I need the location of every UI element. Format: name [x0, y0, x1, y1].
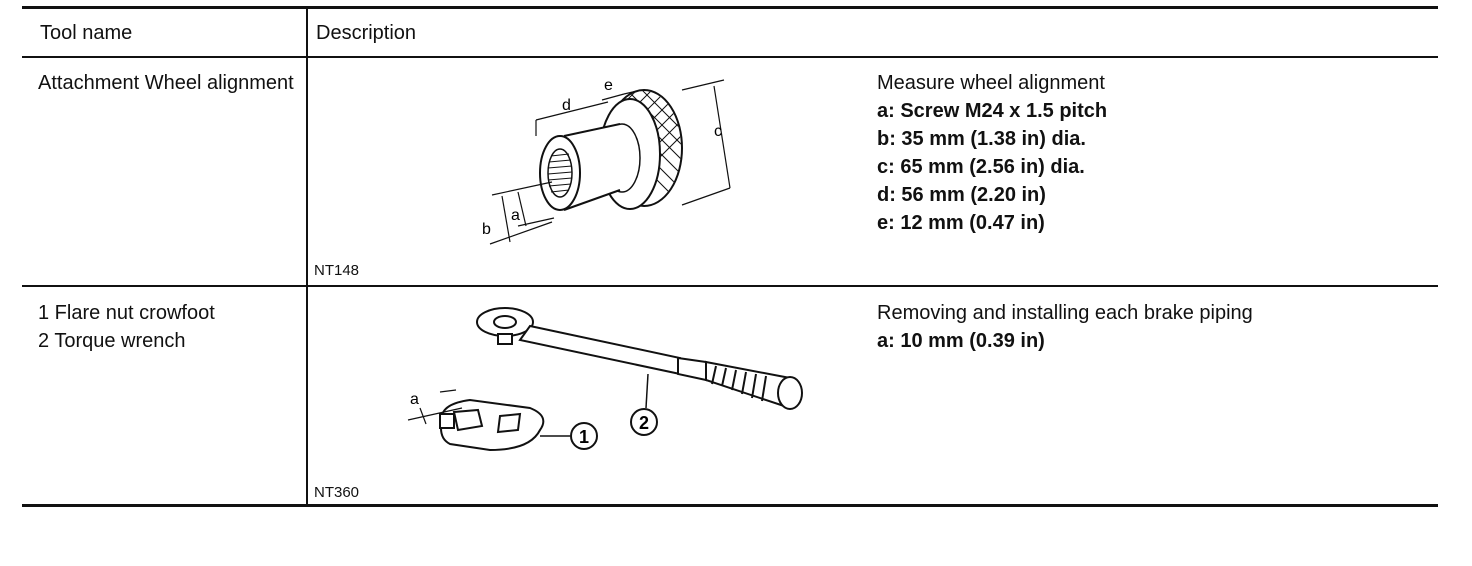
- row2-tool-name: 1 Flare nut crowfoot 2 Torque wrench: [38, 299, 300, 355]
- callout-a: a: [511, 207, 520, 224]
- row1-spec-c: c: 65 mm (2.56 in) dia.: [877, 156, 1085, 178]
- header-bottom-rule: [22, 56, 1438, 58]
- header-description: Description: [316, 22, 417, 44]
- column-divider: [306, 6, 308, 506]
- row1-spec-e: e: 12 mm (0.47 in): [877, 212, 1045, 234]
- callout-c: c: [714, 123, 722, 140]
- callout-d: d: [562, 97, 571, 114]
- crowfoot-torque-wrench-illustration: a 1 2: [407, 307, 803, 452]
- row-divider: [22, 285, 1438, 287]
- row2-tool-name-line2: 2 Torque wrench: [38, 330, 186, 352]
- callout-e: e: [604, 77, 613, 94]
- row1-description-title: Measure wheel alignment: [877, 72, 1105, 94]
- row1-description: Measure wheel alignment a: Screw M24 x 1…: [877, 69, 1437, 237]
- row2-tool-name-line1: 1 Flare nut crowfoot: [38, 302, 215, 324]
- callout-1: 1: [579, 427, 589, 447]
- callout-a: a: [410, 391, 419, 408]
- row1-spec-a: a: Screw M24 x 1.5 pitch: [877, 100, 1108, 122]
- row2-description: Removing and installing each brake pipin…: [877, 299, 1437, 355]
- row2-description-title: Removing and installing each brake pipin…: [877, 302, 1253, 324]
- table-bottom-rule: [22, 504, 1438, 507]
- wheel-alignment-attachment-illustration: d e c a b: [482, 77, 731, 245]
- row1-spec-d: d: 56 mm (2.20 in): [877, 184, 1046, 206]
- row2-spec-a: a: 10 mm (0.39 in): [877, 330, 1045, 352]
- callout-b: b: [482, 221, 491, 238]
- row2-figure-code: NT360: [314, 484, 360, 501]
- header-tool-name: Tool name: [40, 22, 133, 44]
- row1-figure-code: NT148: [314, 262, 360, 279]
- row1-tool-name: Attachment Wheel alignment: [38, 72, 294, 94]
- callout-2: 2: [639, 413, 649, 433]
- row1-spec-b: b: 35 mm (1.38 in) dia.: [877, 128, 1086, 150]
- table-top-rule: [22, 6, 1438, 9]
